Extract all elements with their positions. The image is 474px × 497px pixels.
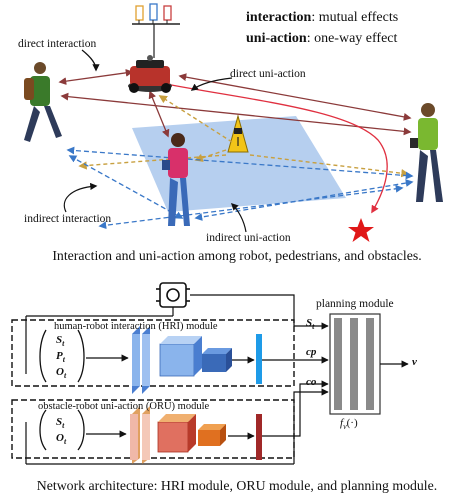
hri-layers <box>132 326 262 394</box>
oru-layers <box>130 406 262 464</box>
caption-bottom: Network architecture: HRI module, ORU mo… <box>36 478 438 493</box>
arrow-robot-pedestrian-left <box>58 68 134 86</box>
function-label: fv(·) <box>340 417 358 432</box>
robot-sensor-icon <box>156 282 190 308</box>
network-diagram <box>11 282 409 465</box>
robot-icon <box>128 55 172 93</box>
pointer-direct-uni-action <box>190 77 233 91</box>
pointer-indirect-interaction <box>63 182 98 213</box>
pedestrian-left-icon <box>24 62 62 142</box>
legend-interaction: interaction: mutual effects <box>246 11 398 25</box>
oru-input-s: St <box>56 416 65 431</box>
legend-uniaction-term: uni-action <box>246 31 307 46</box>
oru-module-box <box>11 399 295 459</box>
robot-path <box>165 83 388 214</box>
legend-uniaction: uni-action: one-way effect <box>246 32 397 46</box>
planner-input-co: co <box>306 376 317 388</box>
planner-input-cp: cp <box>306 346 317 358</box>
label-direct-uni-action: direct uni-action <box>230 68 306 80</box>
arrow-left-right-pedestrian <box>60 92 412 136</box>
pointer-direct-interaction <box>81 49 100 72</box>
legend-uniaction-desc: : one-way effect <box>306 31 398 46</box>
arrow-indirect-left-right <box>66 146 414 180</box>
label-indirect-interaction: indirect interaction <box>24 213 112 225</box>
label-direct-interaction: direct interaction <box>18 38 97 50</box>
hri-module-box <box>11 319 295 387</box>
legend-interaction-term: interaction <box>246 10 312 25</box>
hri-module-label: human-robot interaction (HRI) module <box>54 321 218 332</box>
scene-illustration <box>24 3 443 242</box>
label-indirect-uni-action: indirect uni-action <box>206 232 291 244</box>
caption-top: Interaction and uni-action among robot, … <box>52 248 422 263</box>
pedestrian-middle-icon <box>162 133 190 226</box>
planner-input-s: St <box>306 317 315 332</box>
legend-interaction-desc: : mutual effects <box>311 10 399 25</box>
goal-star-icon <box>348 218 374 242</box>
hri-input-s: St <box>56 334 65 349</box>
pointer-indirect-uni-action <box>230 202 247 233</box>
neural-network-icon <box>132 3 180 58</box>
planning-module-block <box>329 313 381 415</box>
hri-input-o: Ot <box>56 366 67 381</box>
output-v: v <box>412 356 417 368</box>
oru-module-label: obstacle-robot uni-action (ORU) module <box>38 401 210 412</box>
arrow-sign-to-robot <box>158 95 233 143</box>
pedestrian-right-icon <box>410 103 443 202</box>
planning-module-label: planning module <box>316 298 394 310</box>
hri-input-p: Pt <box>56 350 65 365</box>
oru-input-o: Ot <box>56 432 67 447</box>
arrow-indirect-cross <box>98 184 404 230</box>
